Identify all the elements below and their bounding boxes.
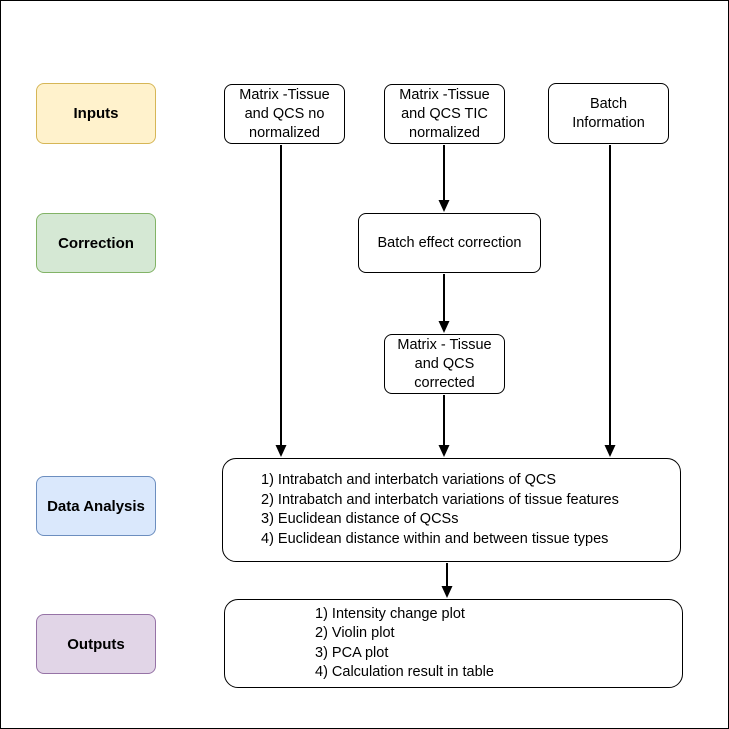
node-matrix-no-normalized-line-1: Matrix -Tissue xyxy=(239,86,330,103)
node-matrix-corrected: Matrix - Tissue and QCS corrected xyxy=(384,334,505,394)
stage-inputs-label: Inputs xyxy=(73,105,119,122)
outputs-box: 1) Intensity change plot 2) Violin plot … xyxy=(224,599,683,688)
node-batch-effect-correction: Batch effect correction xyxy=(358,213,541,273)
stage-outputs-label: Outputs xyxy=(67,635,125,653)
arrowhead xyxy=(275,445,287,457)
stage-inputs: Inputs xyxy=(36,83,156,144)
output-item: 4) Calculation result in table xyxy=(315,664,494,680)
stage-data-analysis-label: Data Analysis xyxy=(47,497,145,515)
node-batch-information-line-2: Information xyxy=(572,114,645,131)
arrowhead xyxy=(438,321,450,333)
arrowhead xyxy=(441,586,453,598)
analysis-item: 4) Euclidean distance within and between… xyxy=(261,530,609,547)
data-analysis-box: 1) Intrabatch and interbatch variations … xyxy=(222,458,681,562)
stage-data-analysis: Data Analysis xyxy=(36,476,156,536)
output-item: 3) PCA plot xyxy=(315,644,389,661)
analysis-item: 1) Intrabatch and interbatch variations … xyxy=(261,472,556,488)
arrowhead xyxy=(438,200,450,212)
node-matrix-tic-normalized-line-2: and QCS TIC xyxy=(401,105,488,122)
node-batch-information: Batch Information xyxy=(548,83,669,144)
output-item: 1) Intensity change plot xyxy=(315,605,465,622)
analysis-item: 2) Intrabatch and interbatch variations … xyxy=(261,491,619,508)
node-matrix-no-normalized: Matrix -Tissue and QCS no normalized xyxy=(224,84,345,144)
stage-correction: Correction xyxy=(36,213,156,273)
node-matrix-corrected-line-1: Matrix - Tissue xyxy=(397,336,492,353)
node-matrix-corrected-line-2: and QCS xyxy=(414,355,475,372)
node-matrix-tic-normalized-line-3: normalized xyxy=(409,124,480,141)
stage-correction-label: Correction xyxy=(58,234,134,252)
output-item: 2) Violin plot xyxy=(315,625,395,641)
arrowhead xyxy=(604,445,616,457)
stage-outputs: Outputs xyxy=(36,614,156,674)
analysis-item: 3) Euclidean distance of QCSs xyxy=(261,511,459,527)
node-matrix-corrected-line-3: corrected xyxy=(414,374,475,391)
node-matrix-tic-normalized-line-1: Matrix -Tissue xyxy=(399,86,490,103)
arrowhead xyxy=(438,445,450,457)
node-matrix-no-normalized-line-2: and QCS no xyxy=(244,105,325,122)
node-batch-effect-correction-label: Batch effect correction xyxy=(377,234,522,251)
node-matrix-no-normalized-line-3: normalized xyxy=(249,124,320,141)
node-batch-information-line-1: Batch xyxy=(589,95,628,112)
node-matrix-tic-normalized: Matrix -Tissue and QCS TIC normalized xyxy=(384,84,505,144)
